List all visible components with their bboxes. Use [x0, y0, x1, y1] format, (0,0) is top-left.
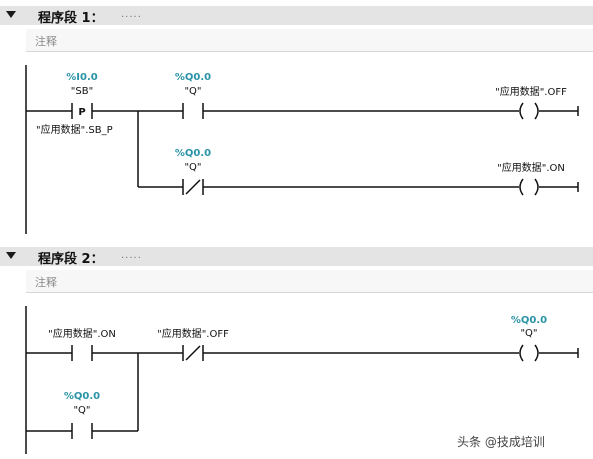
q-nc-address[interactable]: %Q0.0 [175, 148, 211, 159]
network-2-header[interactable]: 程序段 2： ..... [0, 247, 593, 267]
q-hold-contact[interactable] [71, 423, 93, 439]
network-2-title: 程序段 2： [38, 252, 104, 267]
collapse-arrow-icon[interactable] [6, 252, 16, 259]
q-hold-address[interactable]: %Q0.0 [64, 391, 100, 402]
q-hold-tag[interactable]: "Q" [73, 405, 90, 416]
network-1-title: 程序段 1： [38, 11, 104, 26]
q-nc-tag[interactable]: "Q" [184, 162, 201, 173]
q-coil-address[interactable]: %Q0.0 [511, 315, 547, 326]
on-coil-tag[interactable]: "应用数据".ON [497, 161, 565, 174]
on-contact-tag[interactable]: "应用数据".ON [48, 327, 116, 340]
network-2-title-placeholder[interactable]: ..... [121, 250, 142, 261]
on-coil[interactable] [519, 178, 539, 196]
q-no-tag[interactable]: "Q" [184, 86, 201, 97]
sb-edge-bit[interactable]: "应用数据".SB_P [36, 123, 113, 136]
network-2-comment-text: 注释 [35, 276, 57, 289]
sb-address[interactable]: %I0.0 [66, 72, 97, 83]
collapse-arrow-icon[interactable] [6, 11, 16, 18]
network-1-comment[interactable]: 注释 [26, 29, 593, 52]
off-nc-contact[interactable] [182, 345, 204, 361]
q-nc-contact[interactable] [182, 179, 204, 195]
sb-tag[interactable]: "SB" [71, 86, 93, 97]
network-1-comment-text: 注释 [35, 35, 57, 48]
q-coil[interactable] [519, 344, 539, 362]
network-1-title-placeholder[interactable]: ..... [121, 9, 142, 20]
off-coil-tag[interactable]: "应用数据".OFF [495, 85, 567, 98]
p-edge-contact[interactable]: P [71, 103, 93, 119]
p-edge-symbol: P [78, 107, 85, 118]
network-1-ladder: P %I0.0 "SB" "应用数据".SB_P %Q0.0 "Q" "应用数据… [25, 65, 579, 234]
network-2-comment[interactable]: 注释 [26, 270, 593, 293]
off-coil[interactable] [519, 102, 539, 120]
q-coil-tag[interactable]: "Q" [520, 328, 537, 339]
q-no-address[interactable]: %Q0.0 [175, 72, 211, 83]
q-no-contact[interactable] [182, 103, 204, 119]
network-1-header[interactable]: 程序段 1： ..... [0, 6, 593, 26]
off-contact-tag[interactable]: "应用数据".OFF [157, 327, 229, 340]
network-2-ladder: "应用数据".ON "应用数据".OFF %Q0.0 "Q" %Q0.0 "Q"… [25, 306, 579, 454]
on-no-contact[interactable] [71, 345, 93, 361]
watermark: 头条 @技成培训 [457, 434, 545, 449]
